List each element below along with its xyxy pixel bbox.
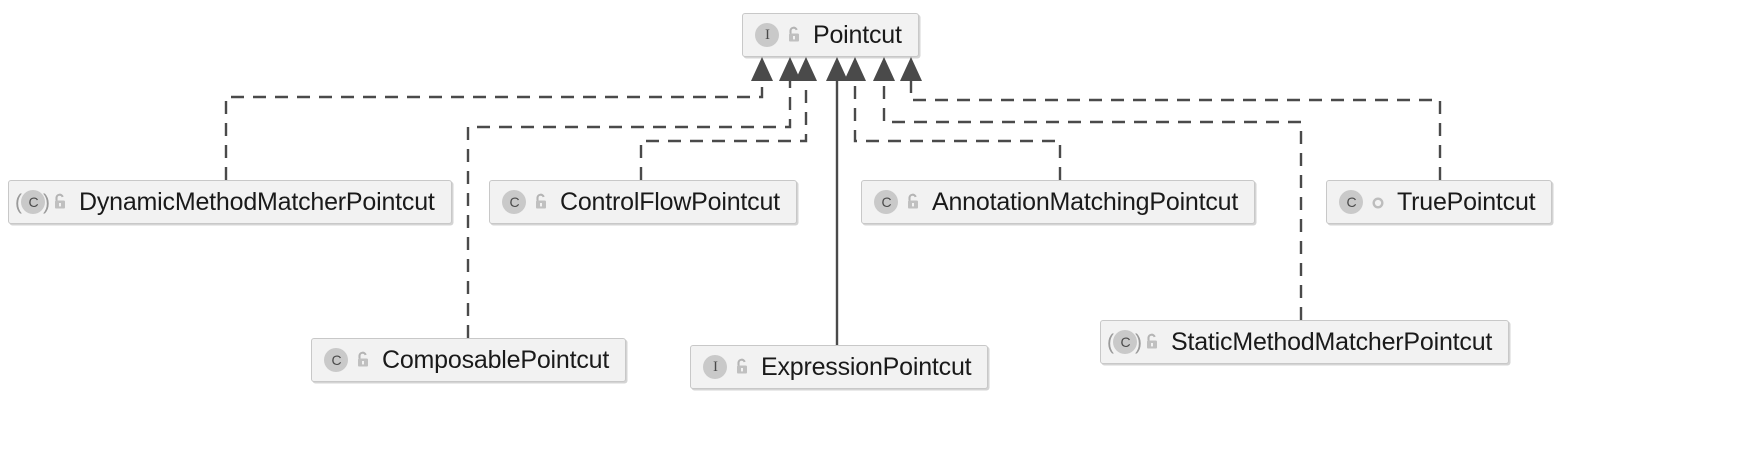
unlock-icon [530, 190, 552, 214]
class-name-label: Pointcut [813, 20, 902, 49]
arrowhead-static [873, 57, 895, 81]
class-node-controlflowpointcut[interactable]: C ControlFlowPointcut [489, 180, 797, 224]
interface-glyph: I [765, 26, 770, 43]
class-glyph: C [28, 194, 39, 210]
package-private-icon [1367, 190, 1389, 214]
arrowhead-dynamic [751, 57, 773, 81]
interface-icon: I [700, 354, 727, 381]
class-name-label: ExpressionPointcut [761, 352, 972, 381]
class-name-label: ComposablePointcut [382, 345, 610, 374]
unlock-icon [1141, 330, 1163, 354]
class-glyph: C [509, 194, 520, 210]
class-node-staticmethodmatcherpointcut[interactable]: ( C ) StaticMethodMatcherPointcut [1100, 320, 1510, 364]
arrowhead-composable [779, 57, 801, 81]
class-node-annotationmatchingpointcut[interactable]: C AnnotationMatchingPointcut [861, 180, 1256, 224]
edge-true-to-pointcut [909, 75, 1442, 180]
class-glyph: C [1346, 194, 1357, 210]
class-name-label: DynamicMethodMatcherPointcut [79, 187, 435, 216]
class-node-pointcut[interactable]: I Pointcut [742, 13, 919, 57]
class-icon: C [871, 189, 898, 216]
class-icon: C [321, 347, 348, 374]
class-name-label: TruePointcut [1397, 187, 1536, 216]
unlock-icon [902, 190, 924, 214]
unlock-icon [49, 190, 71, 214]
class-name-label: AnnotationMatchingPointcut [932, 187, 1239, 216]
class-glyph: C [331, 352, 342, 368]
arrowhead-group [751, 57, 922, 81]
arrowhead-annotation [844, 57, 866, 81]
class-node-composablepointcut[interactable]: C ComposablePointcut [311, 338, 627, 382]
arrowhead-controlflow [795, 57, 817, 81]
interface-glyph: I [713, 358, 718, 375]
abstract-class-icon: ( C ) [1107, 329, 1142, 354]
class-glyph: C [1120, 334, 1131, 350]
class-glyph: C [881, 194, 892, 210]
interface-icon: I [752, 22, 779, 49]
unlock-icon [352, 348, 374, 372]
unlock-icon [783, 23, 805, 47]
class-node-truepointcut[interactable]: C TruePointcut [1326, 180, 1553, 224]
class-node-expressionpointcut[interactable]: I ExpressionPointcut [690, 345, 989, 389]
abstract-class-icon: ( C ) [15, 189, 50, 214]
class-icon: C [499, 189, 526, 216]
class-icon: C [1336, 189, 1363, 216]
edge-dynamic-to-pointcut [224, 75, 764, 180]
edge-annotation-to-pointcut [853, 75, 1062, 180]
class-name-label: ControlFlowPointcut [560, 187, 780, 216]
class-name-label: StaticMethodMatcherPointcut [1171, 327, 1493, 356]
class-node-dynamicmethodmatcherpointcut[interactable]: ( C ) DynamicMethodMatcherPointcut [8, 180, 452, 224]
arrowhead-expression [826, 57, 848, 81]
edge-controlflow-to-pointcut [639, 75, 808, 180]
arrowhead-true [900, 57, 922, 81]
unlock-icon [731, 355, 753, 379]
